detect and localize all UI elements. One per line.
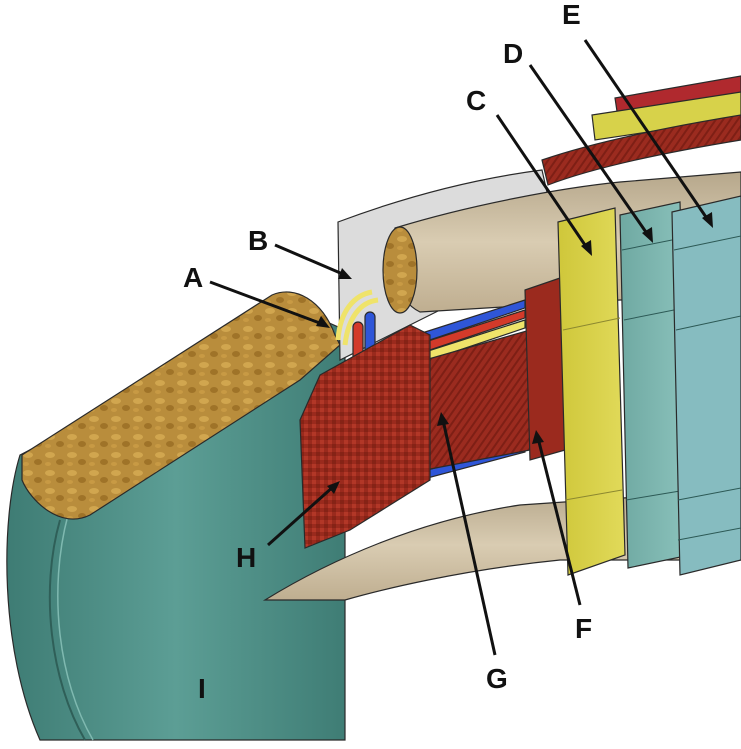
label-h: H	[236, 542, 256, 573]
arrow-f	[536, 437, 582, 606]
arrowhead-a	[316, 316, 330, 328]
label-e: E	[562, 0, 581, 30]
label-f: F	[575, 613, 592, 644]
arrowhead-b	[338, 268, 352, 279]
arrow-e	[583, 39, 710, 221]
arrowhead-c	[581, 240, 592, 256]
arrowhead-f	[532, 430, 544, 444]
cork-block	[21, 291, 341, 520]
arrow-c	[495, 114, 589, 249]
label-a: A	[183, 262, 203, 293]
arrowhead-g	[437, 412, 449, 426]
glass-layer-e	[671, 195, 741, 576]
arrowhead-d	[642, 227, 653, 243]
label-b: B	[248, 225, 268, 256]
label-c: C	[466, 85, 486, 116]
arrowhead-h	[327, 481, 340, 494]
label-d: D	[503, 38, 523, 69]
top-bars	[541, 75, 741, 186]
labels: A B C D E F G H I	[183, 0, 592, 704]
yellow-plate-c	[557, 207, 626, 576]
arrow-d	[528, 64, 650, 236]
arrow-g	[441, 419, 497, 656]
label-i: I	[198, 673, 206, 704]
leader-arrows	[209, 39, 713, 656]
label-g: G	[486, 663, 508, 694]
arrow-a	[209, 280, 326, 327]
red-plate-f	[524, 277, 566, 461]
arrowhead-e	[702, 212, 713, 228]
arrow-b	[274, 243, 346, 277]
arrow-h	[267, 484, 335, 547]
outer-shell	[6, 309, 346, 741]
